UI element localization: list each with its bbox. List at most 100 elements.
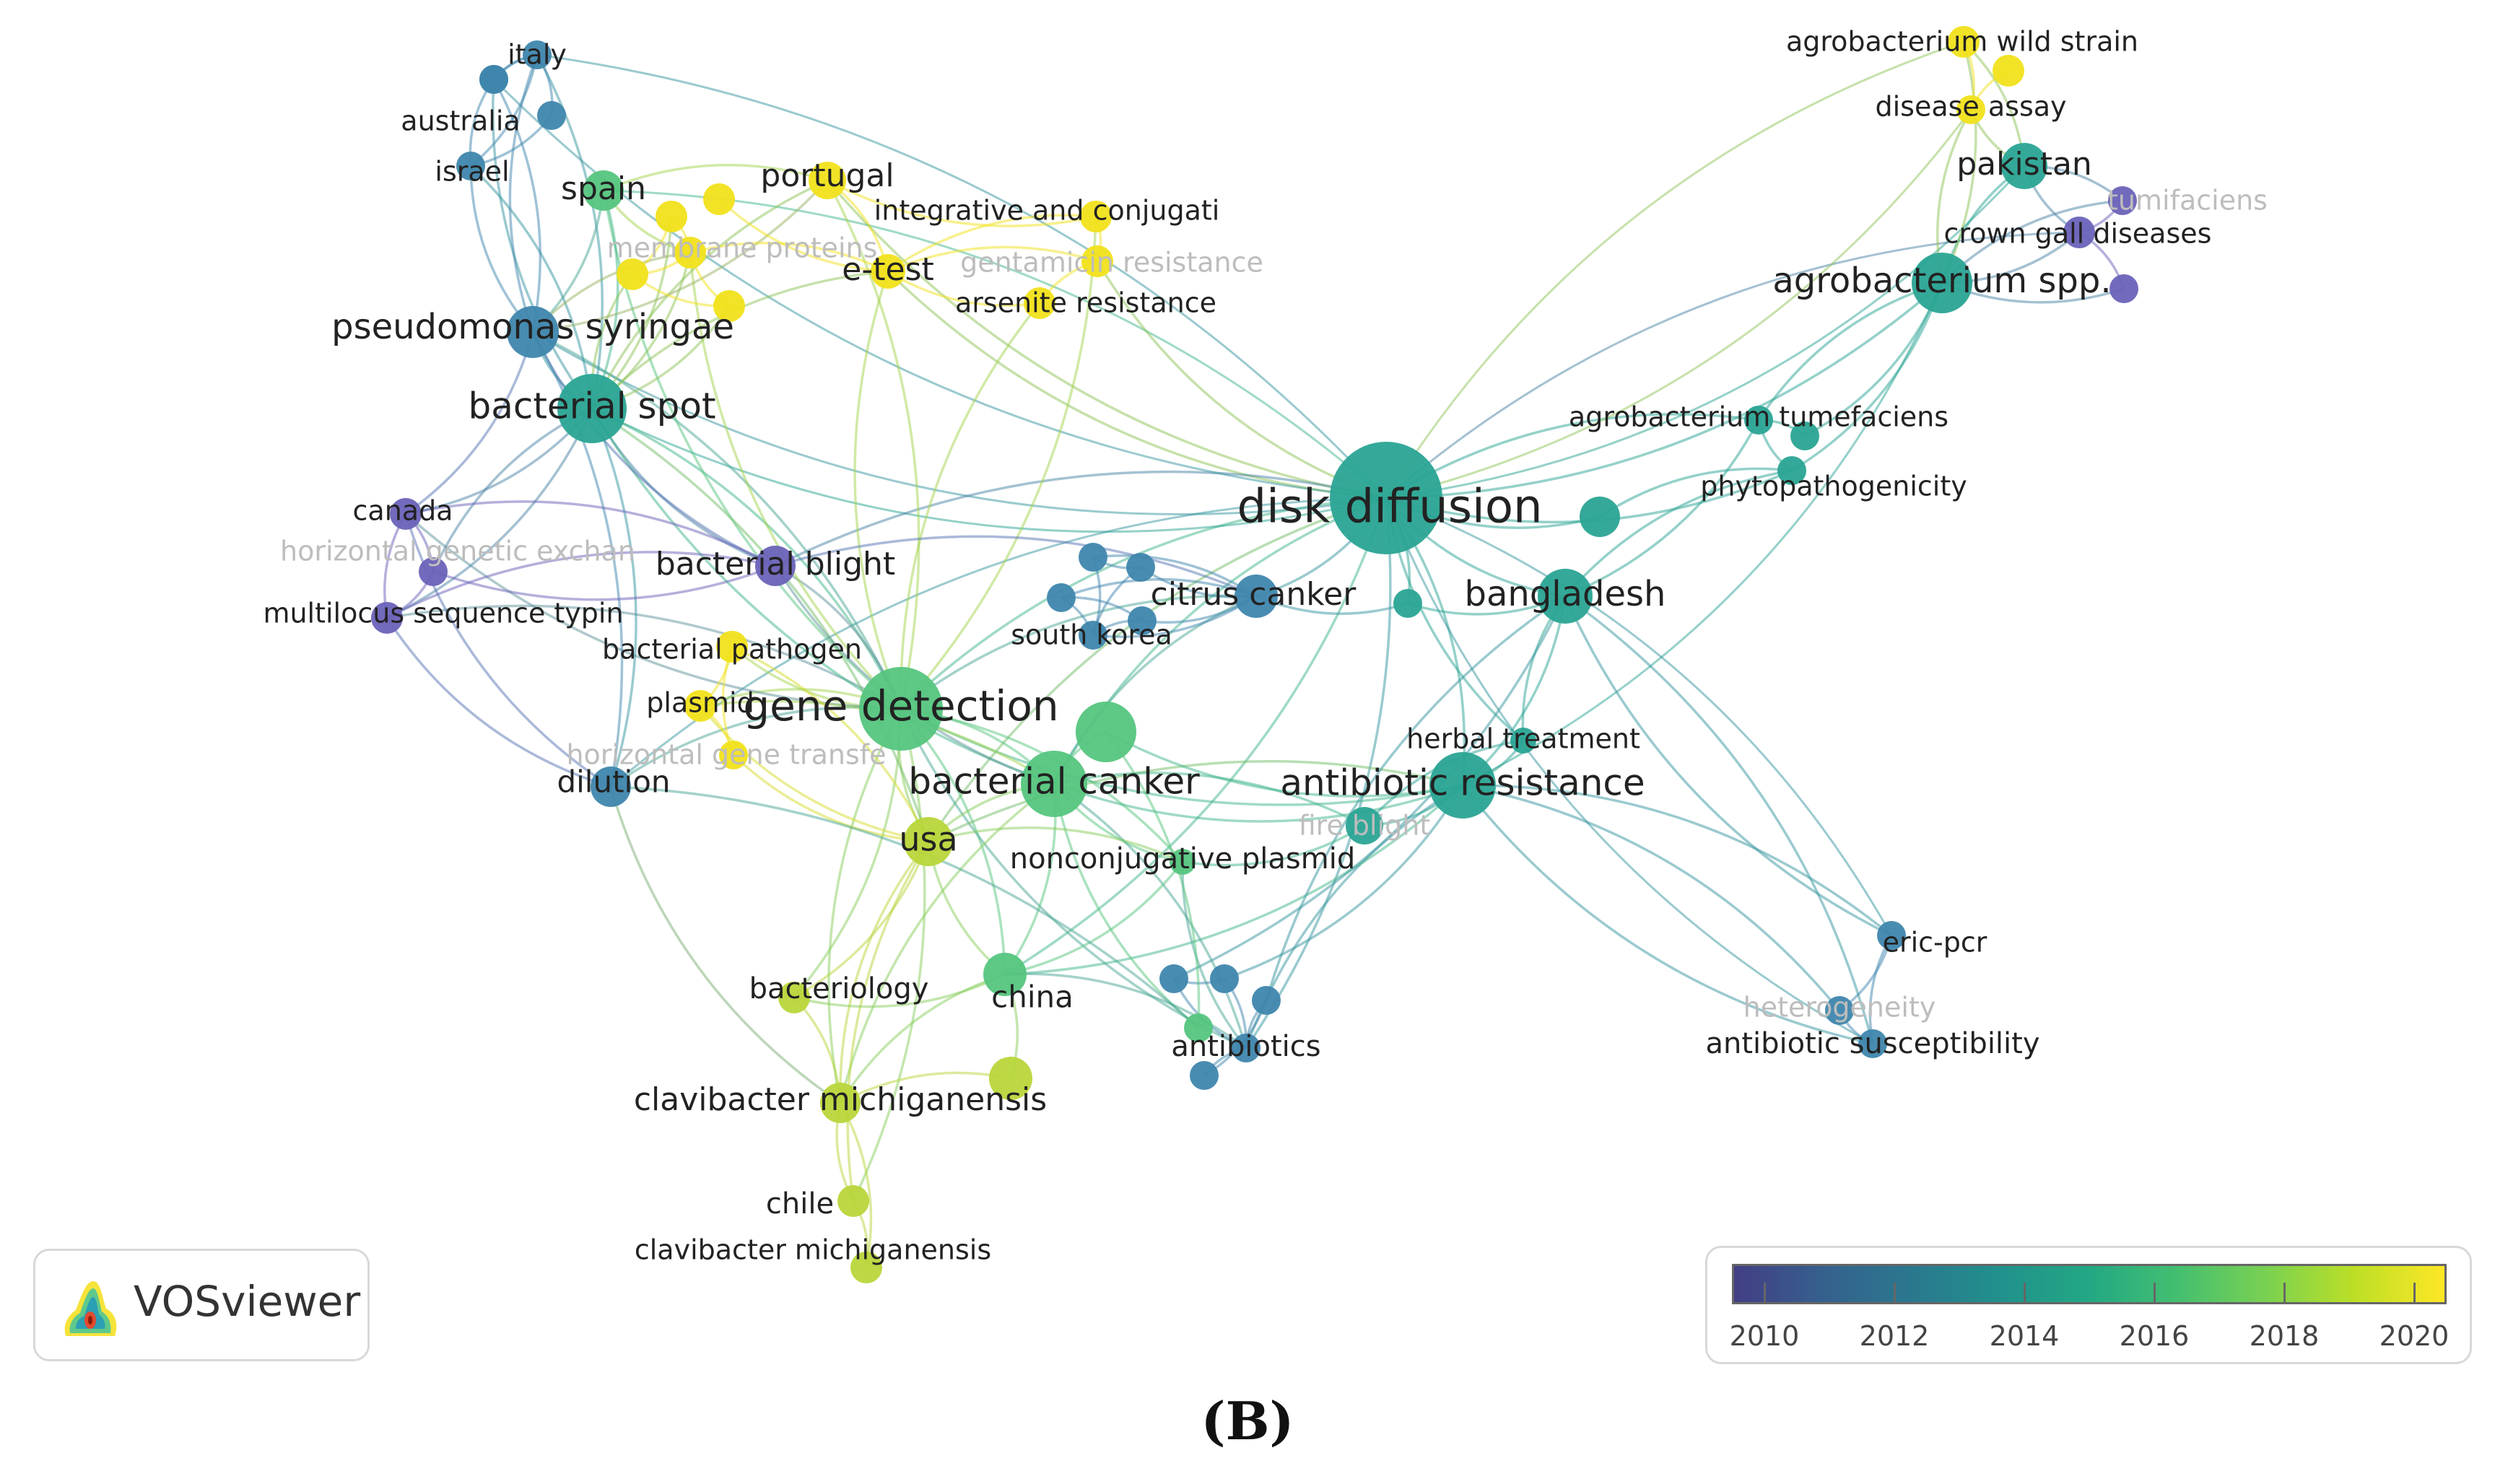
node-u5[interactable] — [1076, 702, 1136, 762]
node-u4[interactable] — [1128, 606, 1157, 635]
node-agrobacterium-tumefaciens[interactable] — [1744, 406, 1773, 435]
node-integrative-and-conjugati[interactable] — [1080, 201, 1112, 232]
node-china[interactable] — [983, 953, 1027, 996]
node-heterogeneity[interactable] — [1825, 996, 1854, 1025]
node-gentamicin-resistance[interactable] — [1081, 245, 1113, 277]
node-u17[interactable] — [989, 1057, 1032, 1100]
node-u15[interactable] — [1190, 1061, 1219, 1090]
node-e-test[interactable] — [871, 254, 905, 289]
node-pakistan[interactable] — [2001, 143, 2047, 189]
node-crown-gall-diseases[interactable] — [2063, 217, 2095, 248]
node-u9[interactable] — [617, 258, 648, 290]
node-u7[interactable] — [1580, 497, 1620, 537]
label-south-korea: south korea — [1011, 619, 1172, 651]
node-spain[interactable] — [583, 170, 624, 211]
node-bacterial-spot[interactable] — [557, 374, 627, 443]
node-italy[interactable] — [523, 40, 552, 69]
node-disk-diffusion[interactable] — [1330, 442, 1442, 554]
label-tumifaciens: tumifaciens — [2107, 185, 2268, 217]
link-bangladesh-u12 — [1173, 595, 1567, 980]
node-membrane-proteins[interactable] — [674, 237, 706, 269]
link-gene-detection-integrative-and-conjugati — [900, 216, 1097, 710]
node-chile[interactable] — [837, 1185, 869, 1217]
node-disease-assay[interactable] — [1956, 95, 1985, 124]
node-pseudomonas-syringae[interactable] — [507, 306, 559, 358]
label-italy: italy — [508, 39, 567, 71]
link-e-test-gentamicin-resistance — [887, 245, 1098, 273]
node-bacterial-canker[interactable] — [1021, 751, 1087, 817]
link-disk-diffusion-agrobacterium-spp — [1385, 281, 1943, 499]
node-clavibacter-michiganensis-2[interactable] — [850, 1252, 882, 1283]
node-portugal[interactable] — [809, 162, 846, 199]
vosviewer-badge: VOSviewer — [33, 1249, 370, 1361]
link-antibiotic-resistance-china — [1004, 784, 1464, 976]
link-pseudomonas-syringae-australia — [492, 79, 542, 333]
node-u21[interactable] — [1790, 422, 1819, 450]
label-horizontal-genetic-exchan: horizontal genetic exchan — [280, 536, 635, 567]
node-dilution[interactable] — [591, 767, 631, 807]
label-herbal-treatment: herbal treatment — [1406, 723, 1640, 755]
node-u16[interactable] — [1184, 1013, 1213, 1042]
node-u14[interactable] — [1252, 986, 1281, 1015]
link-bangladesh-phytopathogenicity — [1564, 469, 1793, 598]
legend-tick-2018 — [2283, 1283, 2286, 1304]
node-south-korea[interactable] — [1079, 621, 1107, 650]
link-bacterial-spot-usa — [591, 407, 930, 842]
node-bangladesh[interactable] — [1538, 569, 1593, 624]
link-disk-diffusion-crown-gall-diseases — [1385, 231, 2080, 499]
node-u10[interactable] — [713, 290, 745, 322]
link-e-test-u11 — [718, 198, 889, 273]
node-herbal-treatment[interactable] — [1510, 728, 1536, 754]
node-bacterial-blight[interactable] — [755, 546, 796, 586]
node-multilocus-sequence-typin[interactable] — [371, 602, 403, 634]
node-eric-pcr[interactable] — [1877, 921, 1906, 950]
node-bacteriology[interactable] — [778, 982, 810, 1013]
node-u20[interactable] — [2109, 274, 2138, 303]
node-bacterial-pathogen[interactable] — [716, 631, 748, 663]
node-canada[interactable] — [390, 498, 422, 530]
node-u11[interactable] — [703, 183, 735, 215]
label-pseudomonas-syringae: pseudomonas syringae — [331, 307, 734, 347]
node-u2[interactable] — [1126, 553, 1155, 582]
link-bangladesh-eric-pcr — [1564, 595, 1892, 937]
link-gene-detection-bacteriology — [793, 708, 902, 999]
panel-label: (B) — [1201, 1390, 1294, 1452]
node-tumifaciens[interactable] — [2108, 186, 2137, 215]
node-antibiotics[interactable] — [1232, 1034, 1260, 1062]
node-horizontal-gene-transfe[interactable] — [719, 741, 748, 769]
node-usa[interactable] — [904, 817, 953, 866]
node-citrus-canker[interactable] — [1235, 575, 1278, 618]
link-citrus-canker-u3 — [1061, 577, 1257, 599]
node-nonconjugative-plasmid[interactable] — [1170, 849, 1196, 875]
node-u6[interactable] — [1393, 589, 1422, 618]
label-bacterial-canker: bacterial canker — [908, 761, 1200, 803]
node-gene-detection[interactable] — [859, 667, 943, 751]
node-u18[interactable] — [479, 65, 508, 94]
link-bangladesh-antibiotic-susceptibility — [1564, 595, 1874, 1044]
label-horizontal-gene-transfe: horizontal gene transfe — [566, 739, 886, 771]
label-gene-detection: gene detection — [743, 681, 1058, 730]
node-israel[interactable] — [456, 152, 485, 180]
node-fire-blight[interactable] — [1346, 807, 1383, 844]
node-layer — [371, 26, 2138, 1283]
label-arsenite-resistance: arsenite resistance — [955, 287, 1216, 319]
node-u3[interactable] — [1047, 583, 1076, 612]
node-agrobacterium-wild-strain[interactable] — [1948, 26, 1980, 58]
node-u8[interactable] — [656, 201, 687, 232]
node-phytopathogenicity[interactable] — [1777, 456, 1806, 485]
node-arsenite-resistance[interactable] — [1024, 287, 1055, 319]
node-u12[interactable] — [1159, 964, 1188, 993]
node-horizontal-genetic-exchan[interactable] — [419, 557, 448, 586]
node-agrobacterium-spp[interactable] — [1912, 253, 1972, 313]
node-u19[interactable] — [537, 101, 566, 130]
node-antibiotic-susceptibility[interactable] — [1858, 1029, 1887, 1058]
node-clavibacter-michiganensis[interactable] — [820, 1083, 861, 1123]
node-u13[interactable] — [1210, 964, 1239, 993]
link-disk-diffusion-italy — [536, 53, 1388, 499]
node-plasmid[interactable] — [684, 690, 716, 722]
node-antibiotic-resistance[interactable] — [1429, 752, 1496, 819]
link-e-test-membrane-proteins — [689, 241, 889, 273]
link-gene-detection-multilocus-sequence-typin — [386, 604, 902, 710]
node-u1[interactable] — [1079, 543, 1107, 572]
node-u22[interactable] — [1993, 55, 2024, 87]
